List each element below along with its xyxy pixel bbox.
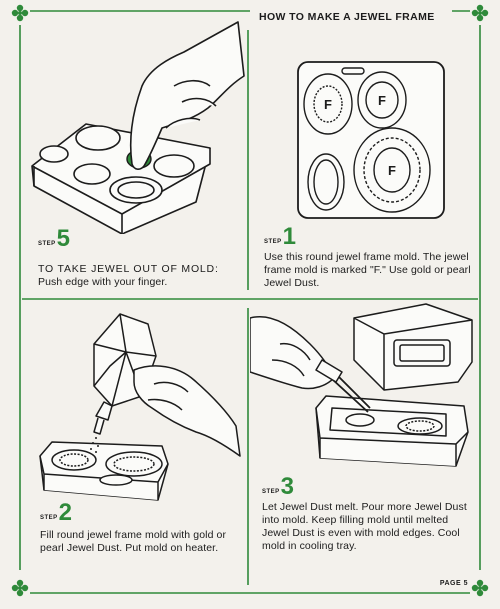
step-number: 3 [280, 473, 295, 500]
clover-ornament-icon [471, 579, 489, 597]
hand-pouring-jewel-dust-bottle [39, 313, 241, 501]
step-label: STEP 3 [262, 473, 295, 500]
step-number: 1 [282, 223, 297, 250]
step-label: STEP 5 [38, 225, 71, 252]
step-word: STEP [264, 239, 282, 245]
step-label: STEP 1 [264, 223, 297, 250]
step-1-text: Use this round jewel frame mold. The jew… [264, 251, 471, 289]
hand-holding-tweezers-over-mold-in-heater [250, 303, 473, 467]
step-5-heading: TO TAKE JEWEL OUT OF MOLD: [38, 263, 219, 275]
clover-ornament-icon [471, 4, 489, 22]
step-label: STEP 2 [40, 499, 73, 526]
mold-mark-f: F [378, 93, 386, 108]
mold-mark-f: F [388, 163, 396, 178]
step-word: STEP [38, 241, 56, 247]
step-number: 5 [56, 225, 71, 252]
clover-ornament-icon [11, 579, 29, 597]
jewel-frame-mold-tray: F F F [297, 61, 445, 219]
step-5-text: Push edge with your finger. [38, 276, 168, 288]
page-number: PAGE 5 [439, 580, 468, 587]
step-2-text: Fill round jewel frame mold with gold or… [40, 529, 227, 554]
step-number: 2 [58, 499, 73, 526]
step-word: STEP [262, 489, 280, 495]
step-word: STEP [40, 515, 58, 521]
step-5-instructions: TO TAKE JEWEL OUT OF MOLD: Push edge wit… [38, 263, 243, 289]
clover-ornament-icon [11, 4, 29, 22]
mold-mark-f: F [324, 97, 332, 112]
finger-pushing-jewel-out-of-mold [31, 21, 245, 234]
step-3-text: Let Jewel Dust melt. Pour more Jewel Dus… [262, 501, 467, 552]
page-title: HOW TO MAKE A JEWEL FRAME [259, 11, 435, 23]
